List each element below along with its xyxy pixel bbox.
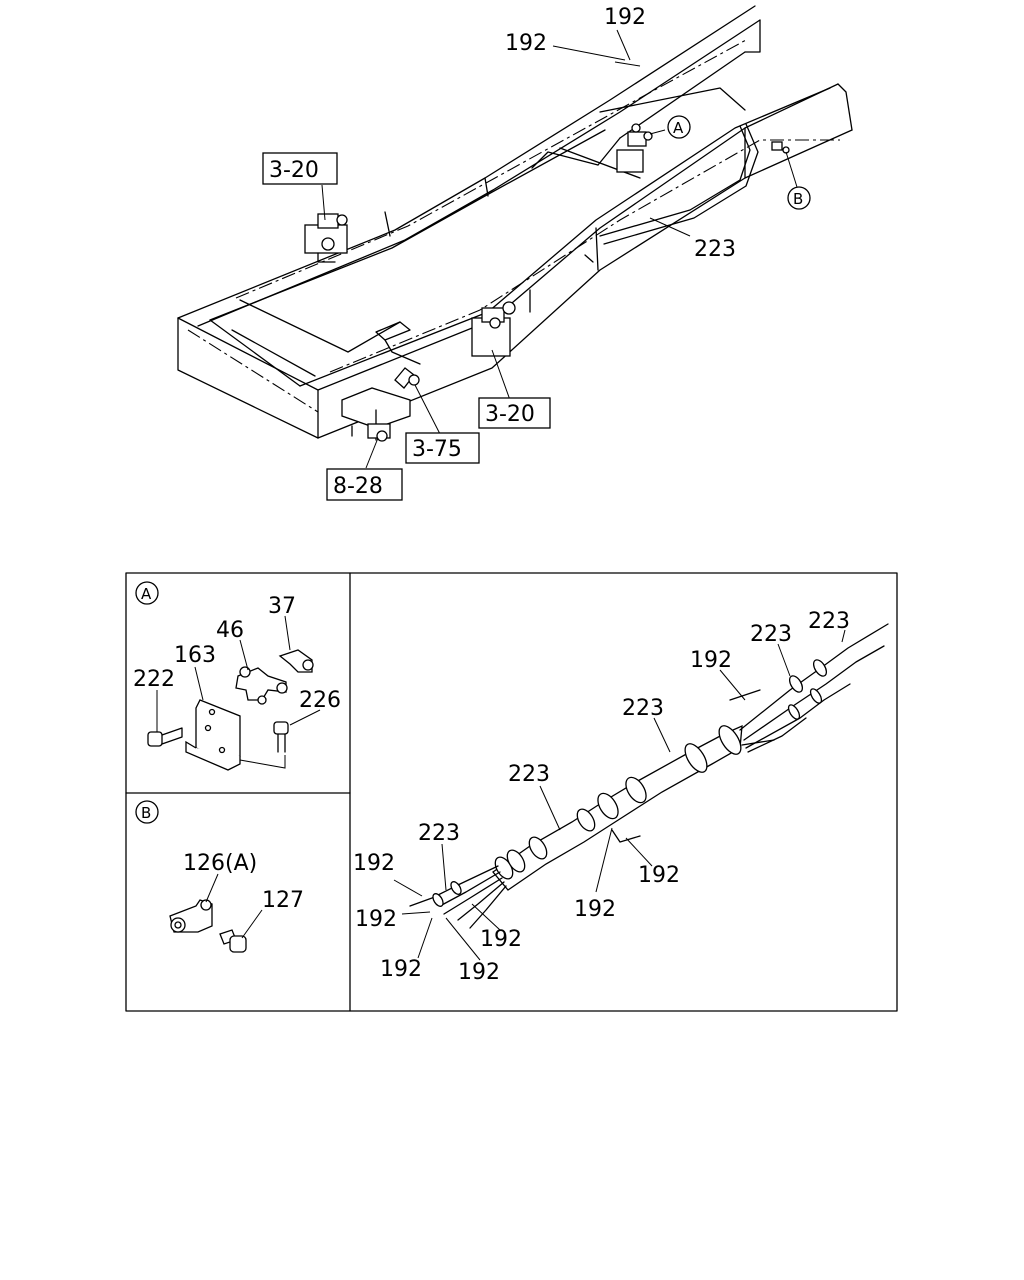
detail-b-title-marker (135, 800, 159, 824)
harness-223-label: 223 (750, 622, 792, 647)
ref-8-28: 8-28 (333, 474, 383, 499)
detail-b-panel: B 126(A) 127 (135, 800, 304, 953)
harness-192-label: 192 (690, 648, 732, 673)
ref-box (405, 432, 480, 464)
ref-box (326, 468, 403, 501)
harness-192-label: 192 (380, 957, 422, 982)
marker-a-label: A (673, 119, 684, 137)
harness-223-label: 223 (508, 762, 550, 787)
ref-3-75: 3-75 (412, 437, 462, 462)
callout-223: 223 (694, 237, 736, 262)
part-163-label: 163 (174, 643, 216, 668)
harness-192-label: 192 (574, 897, 616, 922)
part-226-label: 226 (299, 688, 341, 713)
part-127-label: 127 (262, 888, 304, 913)
detail-a-panel: A 37 46 163 222 226 (133, 581, 341, 771)
detail-panels (125, 572, 898, 1012)
harness-192-label: 192 (355, 907, 397, 932)
callout-192: 192 (505, 31, 547, 56)
harness-223-label: 223 (418, 821, 460, 846)
part-37-label: 37 (268, 594, 296, 619)
callout-192: 192 (604, 5, 646, 30)
harness-192-label: 192 (458, 960, 500, 985)
detail-b-title: B (141, 804, 151, 822)
harness-223-label: 223 (808, 609, 850, 634)
part-46-label: 46 (216, 618, 244, 643)
harness-192-label: 192 (353, 851, 395, 876)
detail-a-title: A (141, 585, 152, 603)
ref-3-20-bottom: 3-20 (485, 402, 535, 427)
harness-192-label: 192 (638, 863, 680, 888)
ref-box (262, 152, 338, 185)
marker-b-label: B (793, 190, 803, 208)
detail-marker-a (667, 115, 691, 139)
part-126a-label: 126(A) (183, 851, 257, 876)
harness-223-label: 223 (622, 696, 664, 721)
detail-marker-b (787, 186, 811, 210)
part-222-label: 222 (133, 667, 175, 692)
detail-a-title-marker (135, 581, 159, 605)
chassis-frame-drawing: 192 192 223 3-20 3-20 3-75 8-28 A B (177, 5, 853, 501)
harness-detail-panel: 223 223 223 223 223 192 192 192 192 192 … (353, 609, 889, 985)
harness-192-label: 192 (480, 927, 522, 952)
ref-box (478, 397, 551, 429)
ref-3-20-left: 3-20 (269, 158, 319, 183)
